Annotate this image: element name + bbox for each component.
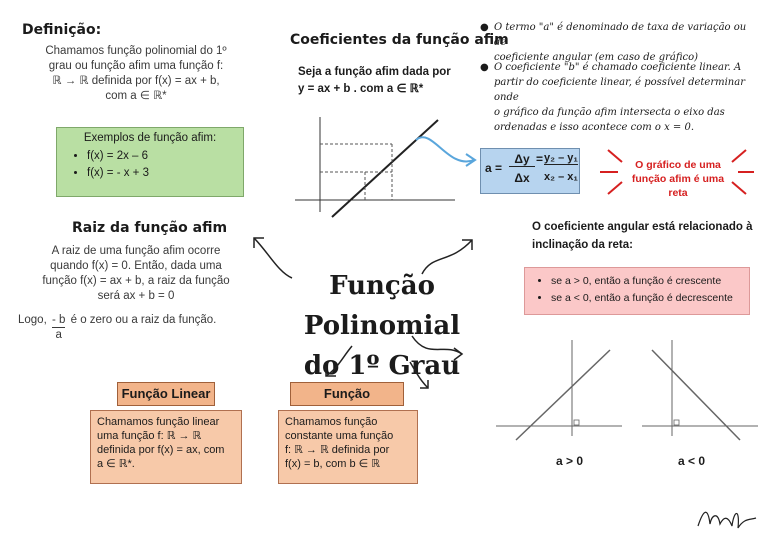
definition-line: com a ∈ ℝ*	[105, 90, 167, 102]
examples-title: Exemplos de função afim:	[83, 132, 217, 144]
formula-y-diff: y₂ – y₁	[544, 152, 578, 165]
definition-line: Chamamos função polinomial do 1º	[45, 45, 227, 57]
coefficients-title: Coeficientes da função afim	[290, 32, 509, 48]
callout-rays	[600, 149, 754, 195]
root-text: A raiz de uma função afim ocorre quando …	[6, 244, 266, 304]
arrow-up-left-icon	[253, 237, 293, 279]
main-title: Função Polinomial do 1º Grau	[282, 266, 482, 386]
note-line: o gráfico da função afim intersecta o ei…	[494, 107, 725, 118]
note-line: O coeficiente "b" é chamado coeficiente …	[494, 62, 742, 73]
origin-marker	[573, 419, 580, 426]
bullet-icon: ●	[480, 22, 489, 33]
arrow-up-right-icon	[421, 239, 473, 275]
root-fraction-numerator: - b	[51, 314, 66, 328]
root-line: será ax + b = 0	[97, 290, 175, 302]
linear-function-box: Chamamos função linear uma função f: ℝ →…	[90, 410, 242, 484]
definition-text: Chamamos função polinomial do 1º grau ou…	[12, 44, 260, 104]
arrow-right-icon	[411, 335, 464, 361]
linear-line: uma função f: ℝ → ℝ	[97, 430, 202, 442]
root-line: A raiz de uma função afim ocorre	[51, 245, 221, 257]
slope-rules-box: se a > 0, então a função é crescente se …	[524, 267, 750, 315]
examples-list: f(x) = 2x – 6 f(x) = - x + 3	[67, 148, 243, 182]
formula-x-diff: x₂ – x₁	[544, 171, 578, 183]
constant-line: Chamamos função	[285, 416, 378, 428]
graph-is-line-callout: O gráfico de uma função afim é uma reta	[622, 158, 734, 200]
arrow-down-right-icon	[409, 361, 429, 389]
increasing-graph	[496, 340, 622, 441]
ray	[731, 149, 747, 163]
callout-line: função afim é uma reta	[631, 173, 725, 199]
note-a: ● O termo "a" é denominado de taxa de va…	[480, 20, 760, 65]
note-line: ordenadas e isso acontece com o x = 0.	[494, 122, 695, 133]
callout-line: O gráfico de uma	[635, 159, 721, 171]
linear-line: Chamamos função linear	[97, 416, 220, 428]
angular-text: O coeficiente angular está relacionado à…	[532, 218, 753, 254]
linear-function-title: Função Linear	[117, 382, 215, 406]
increasing-label: a > 0	[556, 454, 584, 468]
list-item: se a > 0, então a função é crescente	[551, 273, 749, 290]
blue-arrow-icon	[415, 136, 477, 167]
decreasing-graph	[642, 340, 758, 441]
linear-line: a ∈ ℝ*.	[97, 458, 135, 470]
ray	[607, 181, 623, 195]
constant-line: f(x) = b, com b ∈ ℝ	[285, 458, 381, 470]
origin-marker	[673, 419, 680, 426]
slope-formula-box: a = Δy Δx = y₂ – y₁ x₂ – x₁	[480, 148, 580, 194]
ray	[731, 181, 747, 195]
decreasing-label: a < 0	[678, 454, 706, 468]
root-line: função f(x) = ax + b, a raiz da função	[42, 275, 230, 287]
root-prefix: Logo,	[18, 314, 47, 326]
formula-delta-x: Δx	[514, 171, 530, 185]
coefficients-intro: Seja a função afim dada por y = ax + b .…	[298, 64, 451, 98]
main-title-line: Função Polinomial	[303, 271, 461, 341]
list-item: se a < 0, então a função é decrescente	[551, 290, 749, 307]
list-item: f(x) = 2x – 6	[87, 148, 243, 165]
decreasing-line	[651, 349, 741, 441]
constant-line: constante uma função	[285, 430, 394, 442]
formula-delta-y: Δy	[509, 152, 535, 167]
formula-eq: =	[536, 152, 544, 166]
signature	[697, 511, 757, 529]
note-line: coeficiente angular (em caso de gráfico)	[494, 52, 699, 63]
examples-box: Exemplos de função afim: f(x) = 2x – 6 f…	[56, 127, 244, 197]
ray	[607, 149, 623, 163]
constant-function-title: Função Constante	[290, 382, 404, 423]
root-title: Raiz da função afim	[72, 220, 228, 236]
linear-line: definida por f(x) = ax, com	[97, 444, 225, 456]
formula-a-label: a =	[485, 161, 503, 175]
definition-line: grau ou função afim uma função f:	[48, 60, 224, 72]
increasing-line	[515, 349, 611, 441]
note-line: O termo "a" é denominado de taxa de vari…	[494, 22, 747, 48]
note-b: ● O coeficiente "b" é chamado coeficient…	[480, 60, 760, 135]
function-line	[331, 119, 439, 218]
root-fraction-denominator: a	[55, 329, 62, 341]
angular-line: O coeficiente angular está relacionado à	[532, 221, 753, 233]
definition-title: Definição:	[22, 22, 102, 38]
constant-function-box: Chamamos função constante uma função f: …	[278, 410, 418, 484]
root-suffix: é o zero ou a raiz da função.	[70, 314, 217, 326]
angular-line: inclinação da reta:	[532, 239, 633, 251]
list-item: f(x) = - x + 3	[87, 165, 243, 182]
arrow-down-left-icon	[325, 345, 353, 377]
definition-line: ℝ → ℝ definida por f(x) = ax + b,	[52, 75, 220, 87]
note-line: partir do coeficiente linear, é possível…	[494, 77, 745, 103]
coefficients-line: y = ax + b . com a ∈ ℝ*	[298, 83, 424, 95]
slope-graph	[295, 117, 455, 218]
coefficients-line: Seja a função afim dada por	[298, 66, 451, 78]
constant-line: f: ℝ → ℝ definida por	[285, 444, 390, 456]
root-line: quando f(x) = 0. Então, dada uma	[50, 260, 222, 272]
root-conclusion: Logo, - b a é o zero ou a raiz da função…	[18, 314, 216, 342]
slope-rules-list: se a > 0, então a função é crescente se …	[531, 273, 749, 307]
bullet-icon: ●	[480, 62, 489, 73]
